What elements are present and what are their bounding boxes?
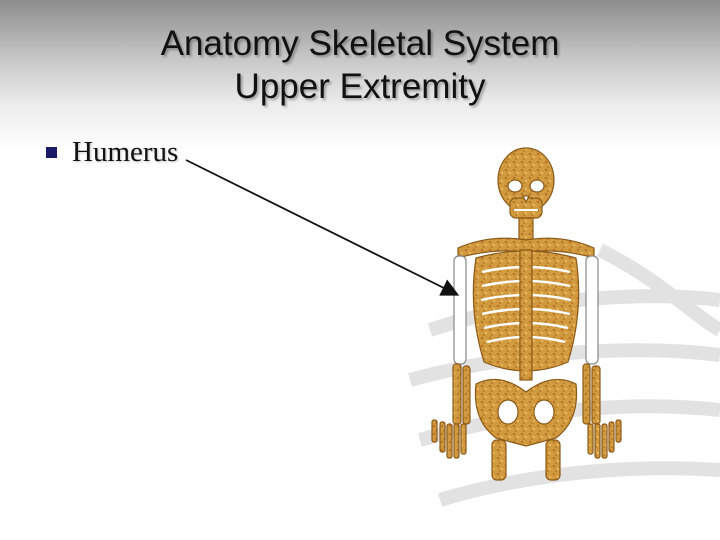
title-line-1: Anatomy Skeletal System [160,24,560,63]
title-line-2: Upper Extremity [234,67,486,106]
bullet-humerus: Humerus [72,136,179,168]
slide-title: Anatomy Skeletal System Upper Extremity [0,22,720,108]
square-bullet-icon [46,147,57,158]
skeleton-icon [431,147,622,481]
pointer-arrow [185,159,460,296]
